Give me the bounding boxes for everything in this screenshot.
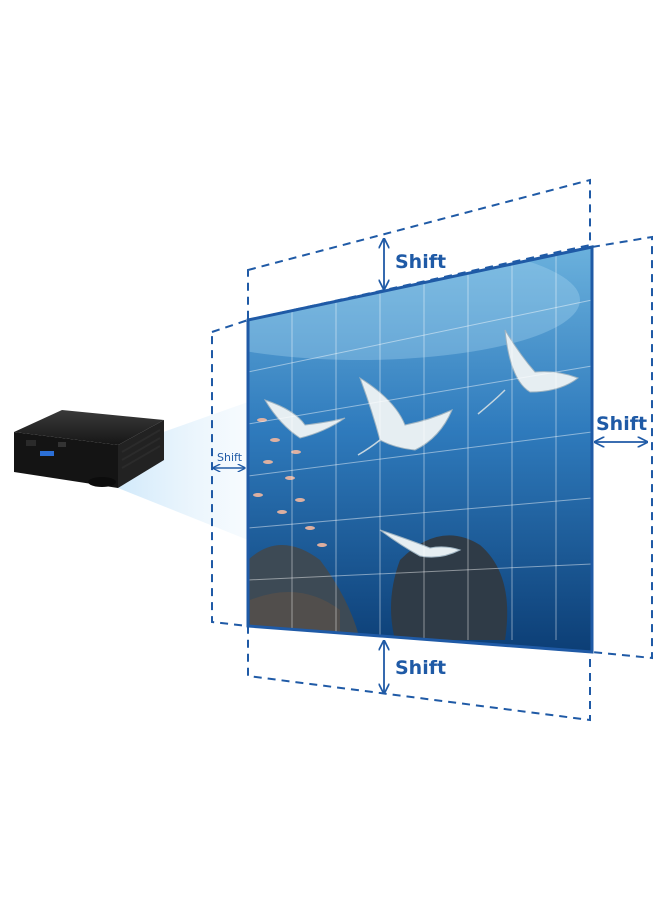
shift-label-bottom: Shift — [395, 657, 446, 679]
projected-image-frame — [246, 245, 594, 654]
projected-image — [248, 247, 592, 652]
shift-boundary-right — [591, 235, 653, 660]
projector-icon — [14, 410, 164, 488]
shift-label-left: Shift — [217, 451, 243, 464]
shift-label-right: Shift — [596, 413, 647, 435]
shift-label-top: Shift — [395, 251, 446, 273]
shift-boundary-up — [247, 178, 591, 322]
